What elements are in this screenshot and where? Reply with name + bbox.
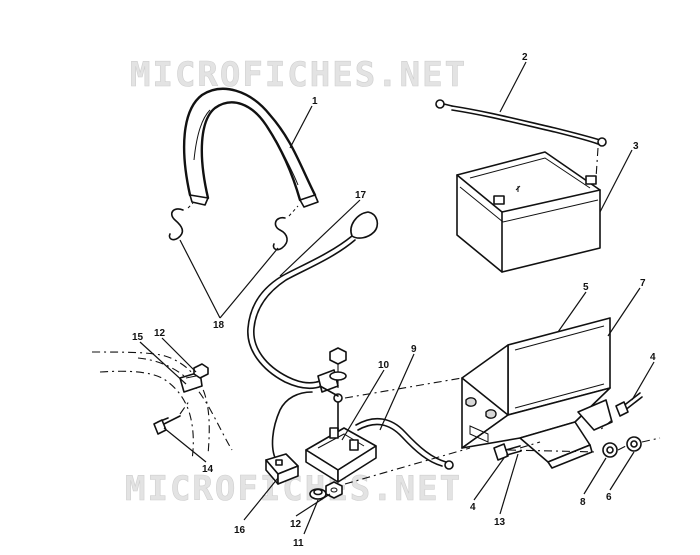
battery-box	[461, 317, 613, 469]
washers	[602, 436, 642, 458]
callout-1: 1	[312, 96, 318, 107]
callout-5: 5	[583, 282, 589, 293]
callout-12-lower: 12	[290, 519, 302, 530]
starter-solenoid	[305, 347, 377, 483]
hold-down-strap	[182, 87, 319, 208]
callout-6: 6	[606, 492, 612, 503]
assembly-lines	[344, 377, 661, 485]
callout-3: 3	[633, 141, 639, 152]
callout-7: 7	[640, 278, 646, 289]
battery-cable-long	[247, 211, 379, 393]
callout-8: 8	[580, 497, 586, 508]
bolt-lower	[493, 441, 541, 461]
callout-12-upper: 12	[154, 328, 166, 339]
callout-4-lower: 4	[470, 502, 476, 513]
frame-bracket	[91, 351, 233, 461]
callout-10: 10	[378, 360, 390, 371]
callouts: 1 2 3 4 4 5 6 7 8 9 10 11 12 12 13 14 15…	[132, 52, 656, 549]
callout-14: 14	[202, 464, 214, 475]
bolt-right	[599, 392, 643, 431]
ground-wire	[355, 417, 454, 470]
s-hooks	[168, 202, 299, 251]
callout-17: 17	[355, 190, 367, 201]
callout-13: 13	[494, 517, 506, 528]
callout-11: 11	[293, 538, 304, 549]
leader-lines	[139, 61, 655, 535]
callout-9: 9	[411, 344, 417, 355]
callout-4-right: 4	[650, 352, 656, 363]
callout-16: 16	[234, 525, 246, 536]
callout-18: 18	[213, 320, 225, 331]
callout-15: 15	[132, 332, 144, 343]
battery	[456, 151, 601, 273]
callout-2: 2	[522, 52, 528, 63]
watermark-top: MICROFICHES.NET	[130, 55, 467, 95]
battery-cable-small	[435, 99, 607, 179]
connector-plug	[265, 391, 313, 485]
